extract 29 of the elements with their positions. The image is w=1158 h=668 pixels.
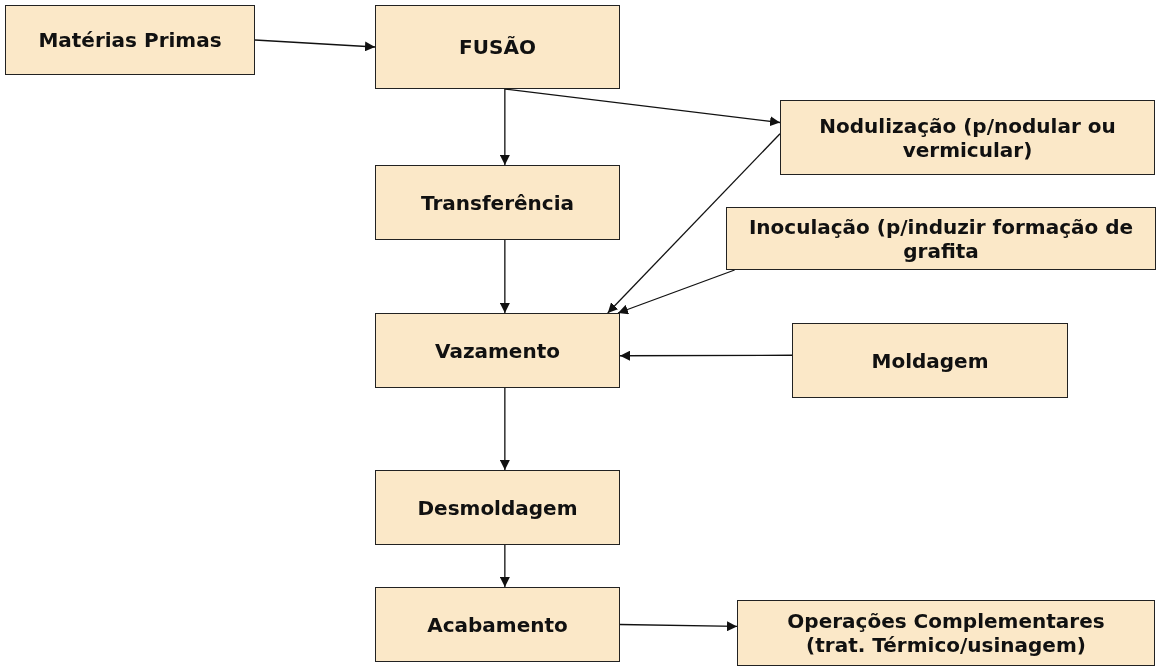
arrow	[619, 621, 738, 632]
arrow	[499, 88, 510, 166]
box-label: FUSÃO	[459, 35, 536, 59]
box-label: Inoculação (p/induzir formação de grafita	[747, 214, 1135, 263]
process-box	[792, 323, 1068, 398]
process-box	[726, 207, 1156, 270]
arrow	[607, 133, 781, 314]
box-label: Transferência	[420, 190, 575, 215]
process-box	[375, 165, 620, 240]
process-box	[375, 470, 620, 545]
arrow	[499, 544, 510, 588]
process-box	[375, 313, 620, 388]
box-label: Nodulização (p/nodular ou vermicular)	[818, 113, 1117, 162]
process-box	[375, 587, 620, 662]
arrow	[499, 239, 510, 314]
arrow	[499, 387, 510, 471]
arrow	[254, 39, 376, 52]
process-box	[780, 100, 1155, 175]
process-box	[375, 5, 620, 89]
process-box	[737, 600, 1155, 666]
process-box	[5, 5, 255, 75]
arrow	[619, 350, 793, 361]
box-label: Operações Complementares (trat. Térmico/usinagem)	[786, 609, 1106, 657]
box-label: Desmoldagem	[417, 495, 578, 520]
box-label: Vazamento	[435, 338, 560, 363]
box-label: Moldagem	[871, 348, 989, 373]
box-label: Matérias Primas	[38, 28, 222, 52]
arrow	[617, 269, 736, 315]
box-label: Acabamento	[427, 612, 568, 637]
